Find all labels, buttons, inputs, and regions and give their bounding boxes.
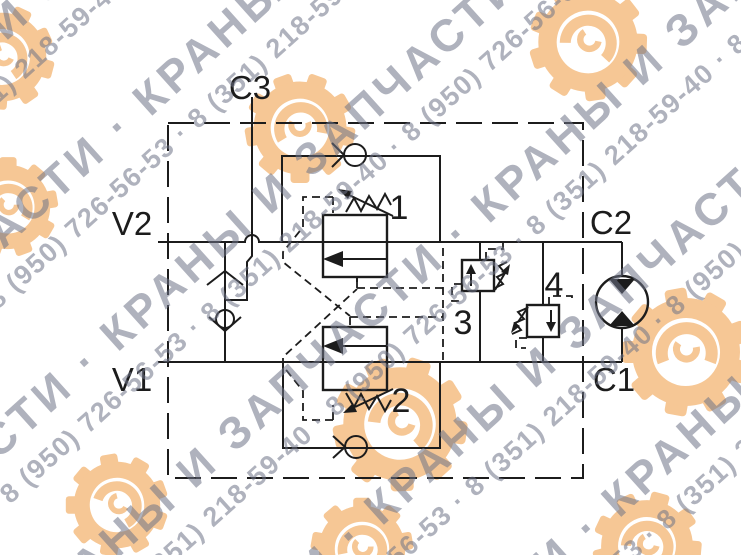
hydraulic-motor: [594, 242, 650, 362]
adjust-arrow-icon: [511, 322, 520, 333]
component-label-3: 3: [454, 304, 473, 342]
check-valve-seat-icon: [332, 435, 347, 459]
check-valve-seat-icon: [206, 269, 244, 286]
spring-icon: [494, 261, 508, 289]
port-line-v2-c2: [158, 234, 622, 243]
adjust-arrow-icon: [343, 403, 357, 413]
port-label-v1: V1: [112, 361, 152, 398]
pilot-valve-4: [511, 242, 573, 362]
adjust-arrow-icon: [501, 264, 510, 275]
flow-arrow-icon: [323, 338, 343, 354]
bypass-check-valve-top: [281, 142, 441, 242]
flow-arrow-icon: [323, 251, 343, 267]
check-valve-seat-icon: [331, 142, 346, 168]
pilot-lines: [282, 196, 444, 421]
main-flow-lines: [158, 97, 622, 363]
motor-arrow-icon: [609, 279, 635, 294]
component-label-4: 4: [545, 266, 564, 304]
adjust-arrow-icon: [338, 189, 352, 199]
component-label-1: 1: [390, 189, 409, 227]
brake-shuttle-check-valves: [206, 242, 244, 362]
port-label-v2: V2: [112, 205, 152, 242]
counterbalance-valve-2: [321, 325, 394, 414]
flow-arrow-icon: [546, 322, 556, 332]
port-line-c3: [225, 97, 253, 301]
pilot-valve-3: [451, 242, 510, 362]
flow-arrow-icon: [466, 264, 476, 274]
check-valve-ball-icon: [215, 309, 235, 329]
counterbalance-valve-1: [321, 189, 394, 282]
enclosure-border: [167, 122, 584, 479]
bypass-check-valve-bottom: [282, 362, 441, 459]
port-label-c1: C1: [593, 361, 635, 398]
component-label-2: 2: [392, 382, 411, 420]
port-label-c3: C3: [229, 69, 271, 106]
port-label-c2: C2: [590, 204, 632, 241]
check-valve-seat-icon: [208, 316, 242, 333]
motor-arrow-icon: [609, 311, 635, 326]
